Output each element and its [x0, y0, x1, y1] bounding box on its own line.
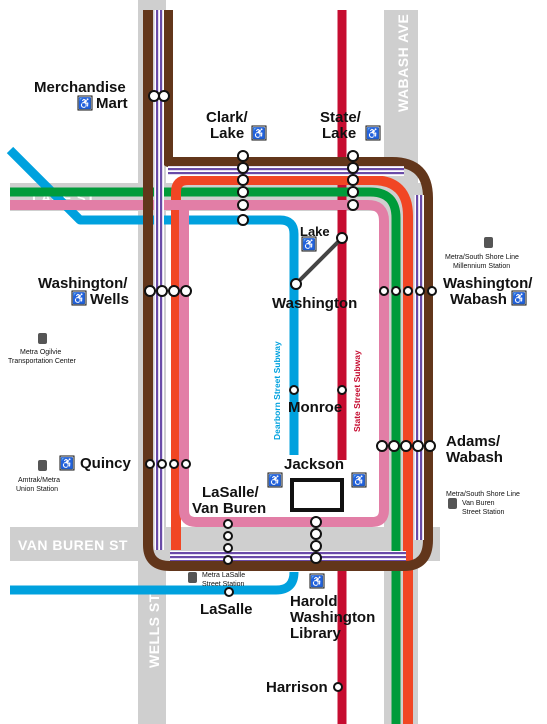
station-jackson: Jackson — [284, 456, 344, 473]
metra-millennium-label-2: Millennium Station — [453, 263, 510, 270]
metra-union-label-2: Union Station — [16, 486, 58, 493]
station-merchandise-mart: Merchandise — [34, 79, 126, 96]
svg-text:♿: ♿ — [78, 97, 92, 110]
station-harold-washington-library-3: Library — [290, 625, 342, 642]
svg-text:♿: ♿ — [512, 292, 526, 305]
station-state-lake-2: Lake — [322, 125, 356, 142]
station-washington: Washington — [272, 295, 357, 312]
accessible-icon — [351, 472, 367, 488]
accessible-icon — [267, 472, 283, 488]
station-harold-washington-library: Harold — [290, 593, 338, 610]
station-monroe: Monroe — [288, 399, 342, 416]
svg-text:♿: ♿ — [60, 457, 74, 470]
svg-text:♿: ♿ — [302, 238, 316, 251]
station-lake: Lake — [300, 224, 330, 239]
metra-lasalle-label: Metra LaSalle — [202, 572, 245, 579]
green-line — [10, 187, 401, 724]
accessible-icon — [309, 573, 325, 589]
metra-millennium-label: Metra/South Shore Line — [445, 254, 519, 261]
metra-van-buren-label: Metra/South Shore Line — [446, 491, 520, 498]
metra-ogilvie-label: Metra Ogilvie — [20, 349, 61, 356]
train-icon — [448, 498, 457, 509]
accessible-icon — [301, 236, 317, 252]
svg-text:♿: ♿ — [72, 292, 86, 305]
svg-text:♿: ♿ — [252, 127, 266, 140]
station-adams-wabash-2: Wabash — [446, 449, 503, 466]
train-icon — [188, 572, 197, 583]
svg-text:♿: ♿ — [366, 127, 380, 140]
station-merchandise-mart-2: Mart — [96, 95, 128, 112]
wells-street-label: WELLS ST — [146, 593, 162, 668]
accessible-icon — [251, 125, 267, 141]
station-dots — [144, 90, 437, 692]
accessible-icon — [71, 290, 87, 306]
accessible-icon — [59, 455, 75, 471]
svg-text:♿: ♿ — [352, 474, 366, 487]
station-adams-wabash: Adams/ — [446, 433, 501, 450]
purple-line — [154, 10, 424, 561]
jackson-connector — [290, 478, 344, 512]
accessibility-icons: ♿ ♿ ♿ ♿ ♿ ♿ ♿ ♿ ♿ ♿ — [59, 95, 527, 589]
metra-lasalle-label-2: Street Station — [202, 581, 245, 588]
station-washington-wells: Washington/ — [38, 275, 128, 292]
train-icons — [38, 237, 493, 583]
lake-washington-connector — [294, 236, 344, 286]
accessible-icon — [77, 95, 93, 111]
train-icon — [38, 460, 47, 471]
accessible-icon — [511, 290, 527, 306]
station-clark-lake-2: Lake — [210, 125, 244, 142]
svg-text:♿: ♿ — [268, 474, 282, 487]
pink-line — [10, 200, 389, 527]
van-buren-street-label: VAN BUREN ST — [18, 537, 128, 553]
metra-ogilvie-label-2: Transportation Center — [8, 358, 76, 365]
orange-line — [171, 175, 413, 724]
station-lasalle: LaSalle — [200, 601, 253, 618]
train-icon — [38, 333, 47, 344]
metra-union-label: Amtrak/Metra — [18, 477, 60, 484]
station-quincy: Quincy — [80, 455, 132, 472]
svg-text:♿: ♿ — [310, 575, 324, 588]
metra-van-buren-label-3: Street Station — [462, 509, 505, 516]
station-washington-wabash: Washington/ — [443, 275, 533, 292]
brown-line — [143, 10, 433, 571]
station-washington-wabash-2: Wabash — [450, 291, 507, 308]
station-lasalle-van-buren: LaSalle/ — [202, 484, 260, 501]
station-washington-wells-2: Wells — [90, 291, 129, 308]
metra-van-buren-label-2: Van Buren — [462, 500, 495, 507]
accessible-icon — [365, 125, 381, 141]
station-harrison: Harrison — [266, 679, 328, 696]
wabash-avenue-label: WABASH AVE — [395, 14, 411, 112]
station-harold-washington-library-2: Washington — [290, 609, 375, 626]
station-clark-lake: Clark/ — [206, 109, 249, 126]
dearborn-subway-label: Dearborn Street Subway — [272, 341, 282, 440]
station-state-lake: State/ — [320, 109, 362, 126]
station-lasalle-van-buren-2: Van Buren — [192, 500, 266, 517]
state-subway-label: State Street Subway — [352, 350, 362, 432]
train-icon — [484, 237, 493, 248]
